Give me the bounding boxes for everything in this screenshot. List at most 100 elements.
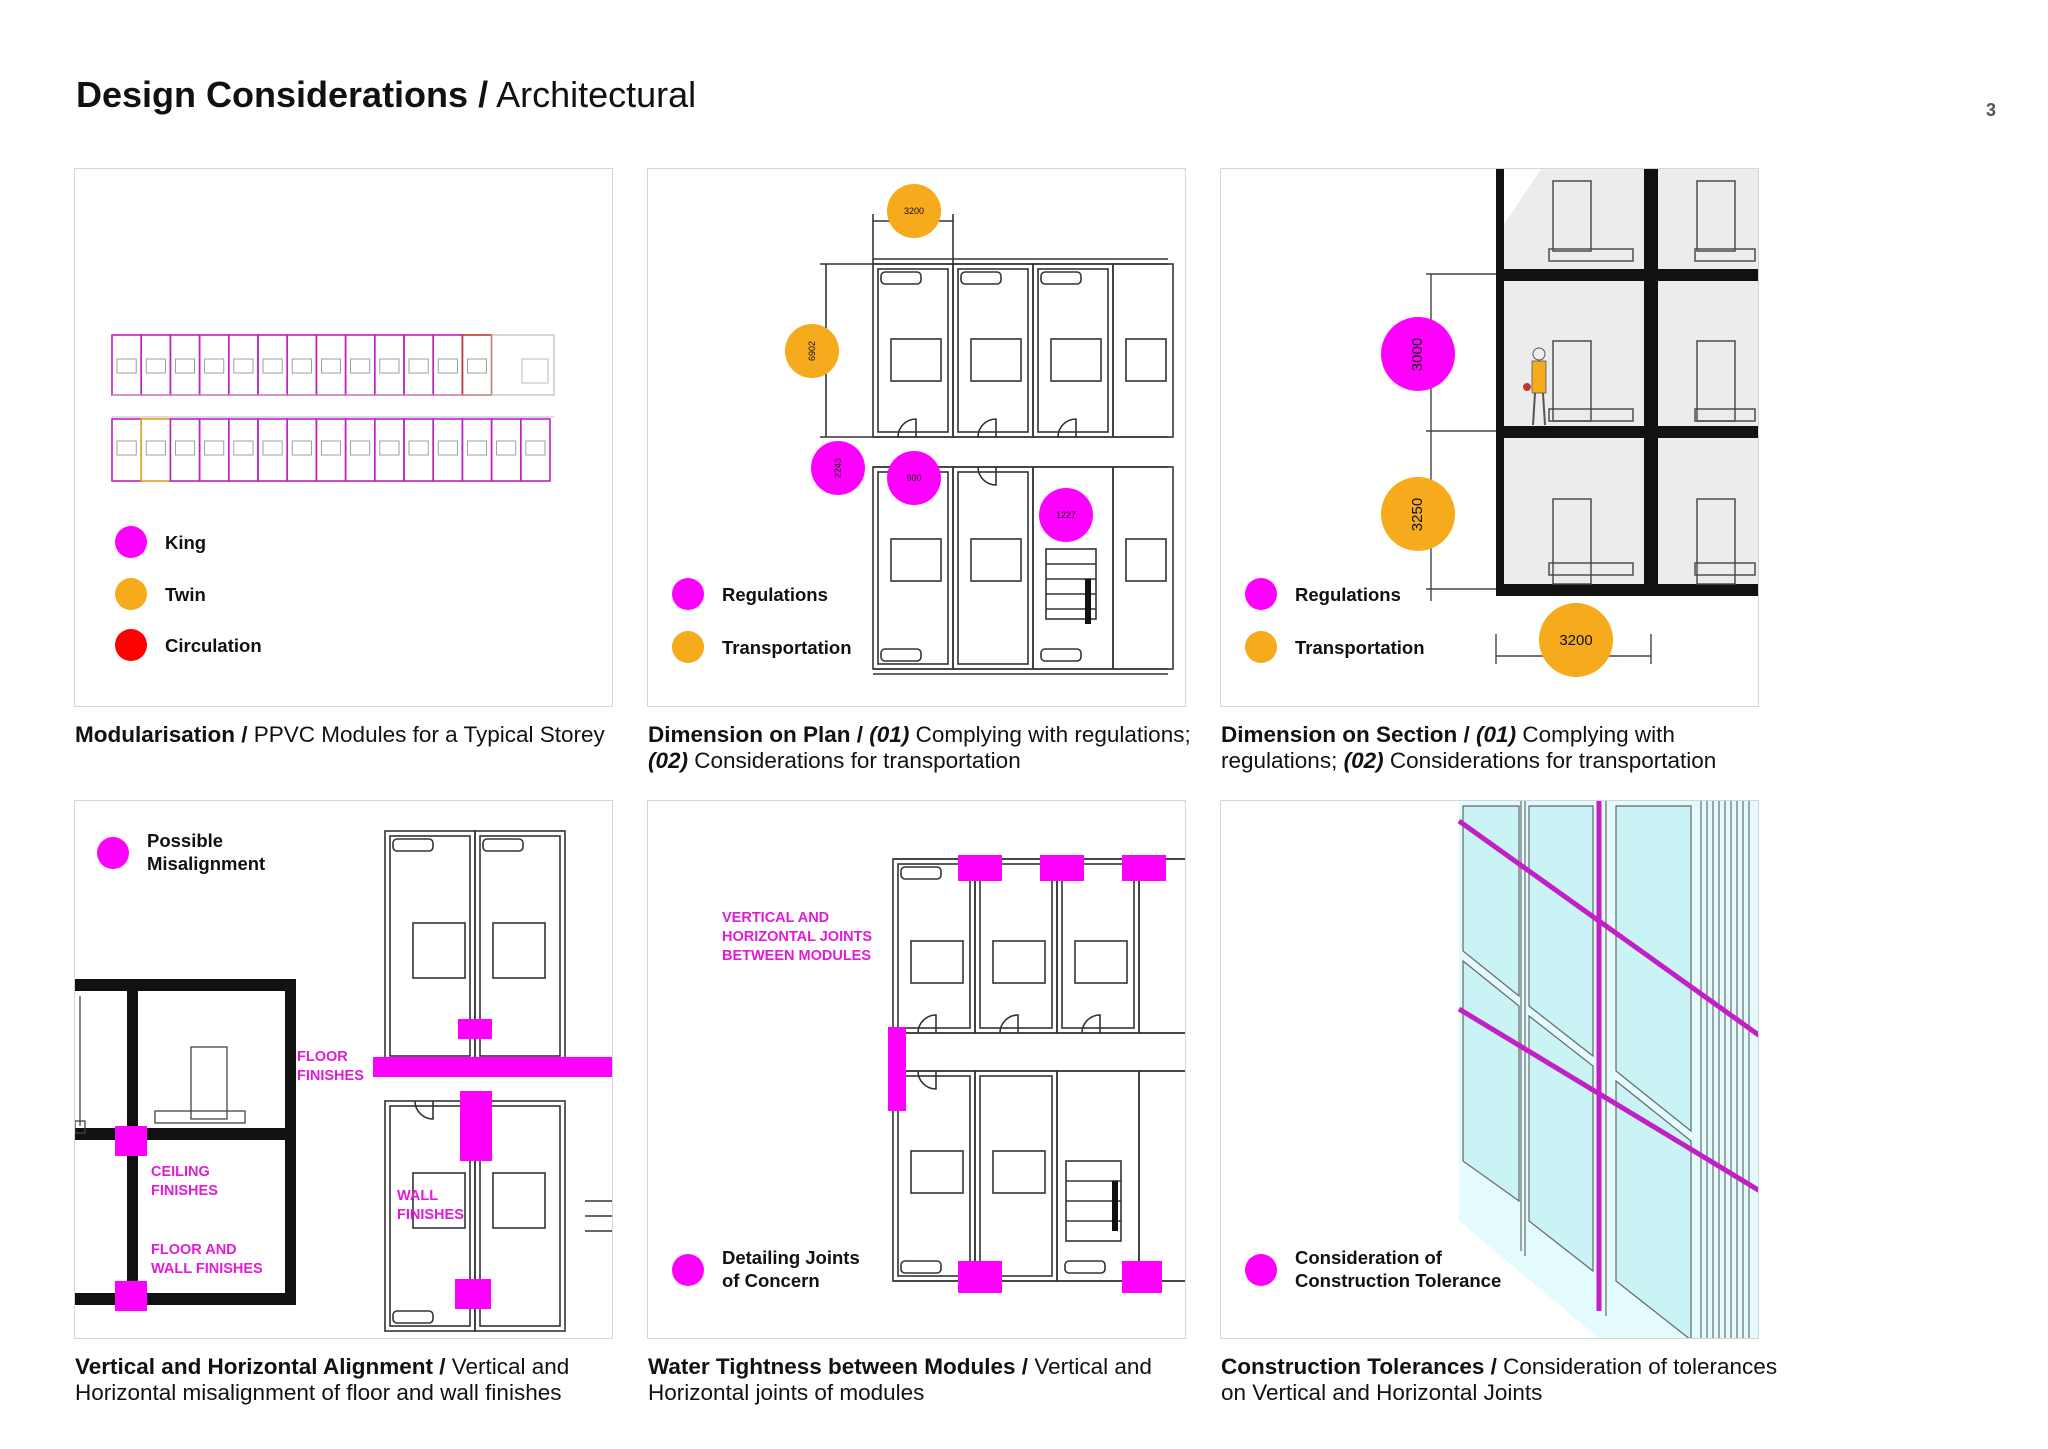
modularisation-caption: Modularisation / PPVC Modules for a Typi… bbox=[75, 722, 635, 748]
dimension-bubble: 900 bbox=[887, 451, 941, 505]
caption-num: (02) bbox=[648, 748, 689, 773]
circulation-dot-icon bbox=[115, 629, 147, 661]
module-rect bbox=[490, 418, 522, 482]
modularisation-floor-plan bbox=[111, 334, 555, 482]
caption-bold: Dimension on Section / bbox=[1221, 722, 1470, 747]
dimension-bubble: 6902 bbox=[785, 324, 839, 378]
person-figure-icon bbox=[1523, 347, 1547, 426]
bed-rect bbox=[437, 358, 458, 374]
legend-label: Regulations bbox=[722, 583, 828, 605]
module-rect bbox=[461, 418, 493, 482]
dimension-section-panel: 3000 3250 3200 Regulations Transportatio… bbox=[1220, 168, 1759, 707]
regulations-dot-icon bbox=[672, 578, 704, 610]
legend-label: King bbox=[165, 531, 207, 553]
module-rect bbox=[111, 418, 143, 482]
regulations-dot-icon bbox=[1245, 578, 1277, 610]
dimension-section-caption: Dimension on Section / (01) Complying wi… bbox=[1221, 722, 1781, 774]
caption-text: Complying with regulations; bbox=[1221, 722, 1675, 773]
caption-bold: Construction Tolerances / bbox=[1221, 1354, 1497, 1379]
module-rect bbox=[257, 334, 289, 396]
legend-label: Possible Misalignment bbox=[147, 830, 266, 874]
module-rect bbox=[228, 334, 259, 396]
legend-item-transportation: Transportation bbox=[672, 631, 852, 663]
water-tightness-plan bbox=[888, 855, 1185, 1293]
bed-rect bbox=[291, 358, 312, 374]
bed-rect bbox=[233, 358, 254, 374]
legend-label: Transportation bbox=[722, 636, 852, 658]
legend-item-twin: Twin bbox=[115, 578, 206, 610]
legend-item-circulation: Circulation bbox=[115, 629, 262, 661]
module-rect bbox=[257, 418, 289, 482]
caption-text: Complying with regulations; bbox=[915, 722, 1191, 747]
dimension-bubble: 2243 bbox=[811, 441, 865, 495]
module-rect bbox=[373, 418, 405, 482]
module-rect bbox=[169, 334, 201, 396]
bed-rect bbox=[175, 358, 196, 374]
module-rect bbox=[140, 334, 172, 396]
caption-bold: Vertical and Horizontal Alignment / bbox=[75, 1354, 446, 1379]
caption-text: Vertical and Horizontal misalignment of … bbox=[75, 1354, 570, 1405]
module-rect bbox=[198, 418, 230, 482]
caption-num: (01) bbox=[1476, 722, 1517, 747]
bed-rect bbox=[350, 440, 371, 456]
joints-dot-icon bbox=[672, 1254, 704, 1286]
module-rect bbox=[315, 334, 347, 396]
module-rect bbox=[373, 334, 405, 396]
bed-rect bbox=[437, 440, 458, 456]
water-tightness-caption: Water Tightness between Modules / Vertic… bbox=[648, 1354, 1208, 1406]
floor-wall-finishes-label: FLOOR AND WALL FINISHES bbox=[151, 1242, 263, 1277]
dimension-bubble: 3200 bbox=[1539, 603, 1613, 677]
page-title: Design Considerations / Architectural bbox=[76, 74, 696, 116]
bed-rect bbox=[379, 358, 400, 374]
module-rect bbox=[519, 418, 551, 482]
water-tightness-panel: VERTICAL AND HORIZONTAL JOINTS BETWEEN M… bbox=[647, 800, 1186, 1339]
legend-item-transportation: Transportation bbox=[1245, 631, 1425, 663]
bed-rect bbox=[379, 440, 400, 456]
legend-label: Twin bbox=[165, 583, 206, 605]
legend-item-detailing-joints: Detailing Joints of Concern bbox=[672, 1246, 872, 1292]
bed-rect bbox=[350, 358, 371, 374]
bed-rect bbox=[204, 440, 225, 456]
modularisation-panel: King Twin Circulation bbox=[74, 168, 613, 707]
legend-item-regulations: Regulations bbox=[672, 578, 828, 610]
caption-text: Considerations for transportation bbox=[694, 748, 1021, 773]
dimension-plan-drawing bbox=[820, 214, 1174, 675]
floor-finishes-label: FLOOR FINISHES bbox=[297, 1049, 364, 1084]
module-rect bbox=[432, 334, 464, 396]
bed-rect bbox=[116, 358, 137, 374]
construction-tolerance-caption: Construction Tolerances / Consideration … bbox=[1221, 1354, 1781, 1406]
module-rect bbox=[228, 418, 259, 482]
dimension-bubble: 3250 bbox=[1381, 477, 1455, 551]
legend-item-king: King bbox=[115, 526, 206, 558]
page-number: 3 bbox=[1986, 100, 1997, 120]
bed-rect bbox=[496, 440, 517, 456]
caption-bold: Modularisation / bbox=[75, 722, 248, 747]
caption-text: PPVC Modules for a Typical Storey bbox=[253, 722, 605, 747]
caption-text: Considerations for transportation bbox=[1389, 748, 1717, 773]
bed-rect bbox=[466, 358, 487, 374]
caption-text: Vertical and Horizontal joints of module… bbox=[648, 1354, 1152, 1405]
bed-rect bbox=[175, 440, 196, 456]
page-title-bold: Design Considerations / bbox=[76, 74, 489, 115]
dimension-bubble: 3000 bbox=[1381, 317, 1455, 391]
construction-tolerance-panel: Consideration of Construction Tolerance bbox=[1220, 800, 1759, 1339]
module-rect bbox=[461, 334, 493, 396]
module-rect bbox=[344, 334, 376, 396]
misalignment-dot-icon bbox=[97, 837, 129, 869]
module-rect bbox=[140, 418, 172, 482]
module-rect bbox=[198, 334, 230, 396]
caption-num: (02) bbox=[1343, 748, 1384, 773]
caption-bold: Water Tightness between Modules / bbox=[648, 1354, 1029, 1379]
stair-rect bbox=[521, 358, 549, 384]
legend-item-regulations: Regulations bbox=[1245, 578, 1401, 610]
alignment-panel: Possible Misalignment FLOOR FINISHES CEI… bbox=[74, 800, 613, 1339]
legend-item-possible-misalignment: Possible Misalignment bbox=[97, 829, 277, 875]
legend-item-construction-tolerance: Consideration of Construction Tolerance bbox=[1245, 1246, 1505, 1292]
module-rect bbox=[403, 334, 435, 396]
dimension-bubble: 3200 bbox=[887, 184, 941, 238]
bed-rect bbox=[466, 440, 487, 456]
dimension-plan-caption: Dimension on Plan / (01) Complying with … bbox=[648, 722, 1208, 774]
wall-finishes-label: WALL FINISHES bbox=[397, 1188, 464, 1223]
legend-label: Transportation bbox=[1295, 636, 1425, 658]
alignment-caption: Vertical and Horizontal Alignment / Vert… bbox=[75, 1354, 635, 1406]
